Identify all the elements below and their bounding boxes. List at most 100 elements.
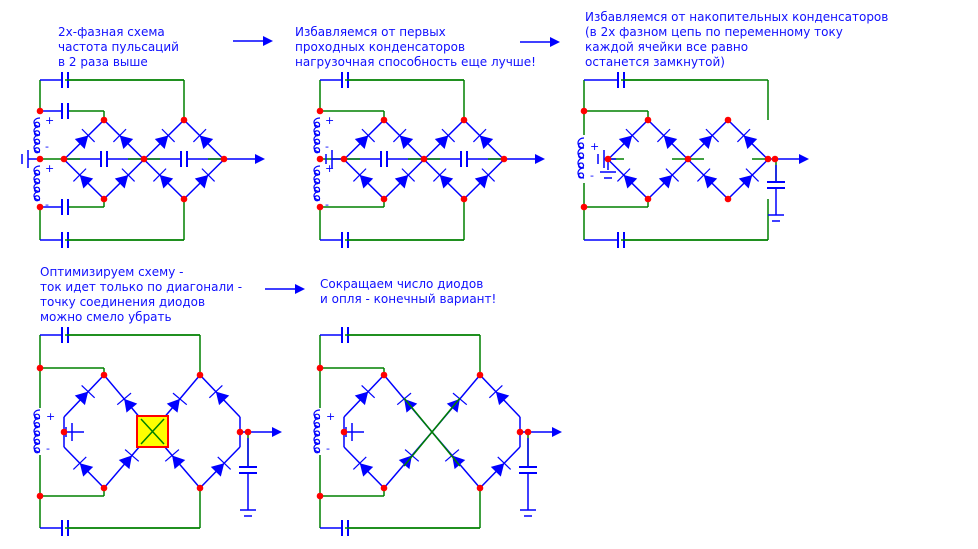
diode-icon bbox=[208, 385, 223, 399]
junction-dot bbox=[476, 484, 484, 492]
diode-icon bbox=[361, 385, 376, 399]
coil-winding bbox=[33, 117, 41, 154]
junction-dot bbox=[580, 107, 588, 115]
diode-icon bbox=[696, 168, 711, 182]
capacitor-icon bbox=[61, 103, 69, 119]
diode-icon bbox=[703, 175, 718, 189]
junction-dot bbox=[644, 116, 652, 124]
junction-dot bbox=[500, 155, 508, 163]
output-arrow-icon bbox=[550, 37, 560, 47]
junction-dot bbox=[60, 155, 68, 163]
junction-dot bbox=[460, 116, 468, 124]
junction-dot bbox=[380, 371, 388, 379]
diode-icon bbox=[172, 455, 186, 470]
coil-polarity-minus: - bbox=[45, 198, 49, 211]
ground-icon bbox=[240, 509, 256, 517]
diode-icon bbox=[199, 135, 214, 149]
diode-icon bbox=[79, 175, 94, 189]
ground-icon bbox=[21, 150, 29, 168]
capacitor-icon bbox=[61, 199, 69, 215]
junction-dot bbox=[724, 195, 732, 203]
output-arrow-icon bbox=[535, 154, 545, 164]
coil-polarity-plus: + bbox=[325, 114, 334, 127]
caption-step3-line: каждой ячейки все равно bbox=[585, 40, 748, 54]
coil-polarity-minus: - bbox=[46, 442, 50, 455]
capacitor-icon bbox=[767, 181, 785, 189]
diode-icon bbox=[159, 175, 174, 189]
diode-icon bbox=[743, 135, 758, 149]
caption-step3-line: останется замкнутой) bbox=[585, 55, 725, 69]
inductor-icon bbox=[33, 165, 41, 202]
coil-polarity-plus: + bbox=[326, 410, 335, 423]
diode-icon bbox=[392, 128, 407, 143]
junction-dot bbox=[316, 155, 324, 163]
diode-icon bbox=[474, 175, 489, 189]
caption-step4-line: можно смело убрать bbox=[40, 310, 172, 324]
diode-icon bbox=[665, 168, 680, 182]
junction-dot bbox=[36, 364, 44, 372]
junction-dot bbox=[100, 195, 108, 203]
diode-icon bbox=[481, 168, 496, 182]
diode-icon bbox=[154, 135, 169, 149]
ground-icon bbox=[600, 171, 616, 179]
junction-dot bbox=[220, 155, 228, 163]
diode-icon bbox=[112, 128, 127, 143]
diode-icon bbox=[359, 175, 374, 189]
junction-dot bbox=[36, 492, 44, 500]
output-arrow-icon bbox=[552, 427, 562, 437]
diode-icon bbox=[618, 135, 633, 149]
diode-icon bbox=[118, 455, 132, 470]
coil-winding bbox=[313, 117, 321, 154]
diode-icon bbox=[74, 391, 89, 406]
junction-dot bbox=[476, 371, 484, 379]
junction-dot bbox=[724, 116, 732, 124]
diode-icon bbox=[625, 128, 640, 143]
diode-icon bbox=[172, 392, 188, 406]
inductor-icon bbox=[577, 137, 585, 179]
coil-polarity-minus: - bbox=[326, 442, 330, 455]
diode-icon bbox=[81, 385, 96, 399]
diode-icon bbox=[472, 128, 487, 143]
diode-icon bbox=[434, 135, 449, 149]
junction-dot bbox=[60, 428, 68, 436]
diode-icon bbox=[359, 463, 374, 477]
ground-icon bbox=[325, 150, 333, 168]
capacitor-icon bbox=[380, 151, 388, 167]
caption-step5-line: и опля - конечный вариант! bbox=[320, 292, 496, 306]
junction-dot bbox=[316, 364, 324, 372]
junction-dot bbox=[644, 195, 652, 203]
junction-dot bbox=[340, 155, 348, 163]
diode-icon bbox=[488, 385, 503, 399]
junction-dot bbox=[420, 155, 428, 163]
junction-dot bbox=[380, 116, 388, 124]
coil-polarity-plus: + bbox=[46, 410, 55, 423]
coil-polarity-minus: - bbox=[45, 140, 49, 153]
junction-dot bbox=[316, 203, 324, 211]
capacitor-icon bbox=[519, 466, 537, 474]
coil-winding bbox=[313, 165, 321, 202]
diode-icon bbox=[124, 449, 140, 462]
coil-polarity-plus: + bbox=[45, 114, 54, 127]
diode-icon bbox=[698, 135, 713, 149]
diode-icon bbox=[490, 463, 505, 477]
junction-dot bbox=[771, 155, 779, 163]
diode-icon bbox=[736, 128, 751, 143]
capacitor-icon bbox=[180, 151, 188, 167]
output-arrow-icon bbox=[295, 284, 305, 294]
diode-icon bbox=[452, 455, 466, 470]
coil-polarity-minus: - bbox=[325, 140, 329, 153]
diode-icon bbox=[479, 135, 494, 149]
capacitor-icon bbox=[239, 466, 257, 474]
coil-winding bbox=[313, 409, 321, 454]
junction-dot bbox=[100, 371, 108, 379]
ground-icon bbox=[768, 214, 784, 222]
diode-icon bbox=[497, 456, 512, 470]
junction-dot bbox=[580, 203, 588, 211]
diode-icon bbox=[399, 135, 414, 149]
diode-icon bbox=[398, 455, 412, 470]
coil-polarity-plus: + bbox=[45, 162, 54, 175]
output-arrow-icon bbox=[799, 154, 809, 164]
caption-step1-line: в 2 раза выше bbox=[58, 55, 148, 69]
diode-icon bbox=[432, 168, 447, 182]
inductor-icon bbox=[313, 409, 321, 454]
